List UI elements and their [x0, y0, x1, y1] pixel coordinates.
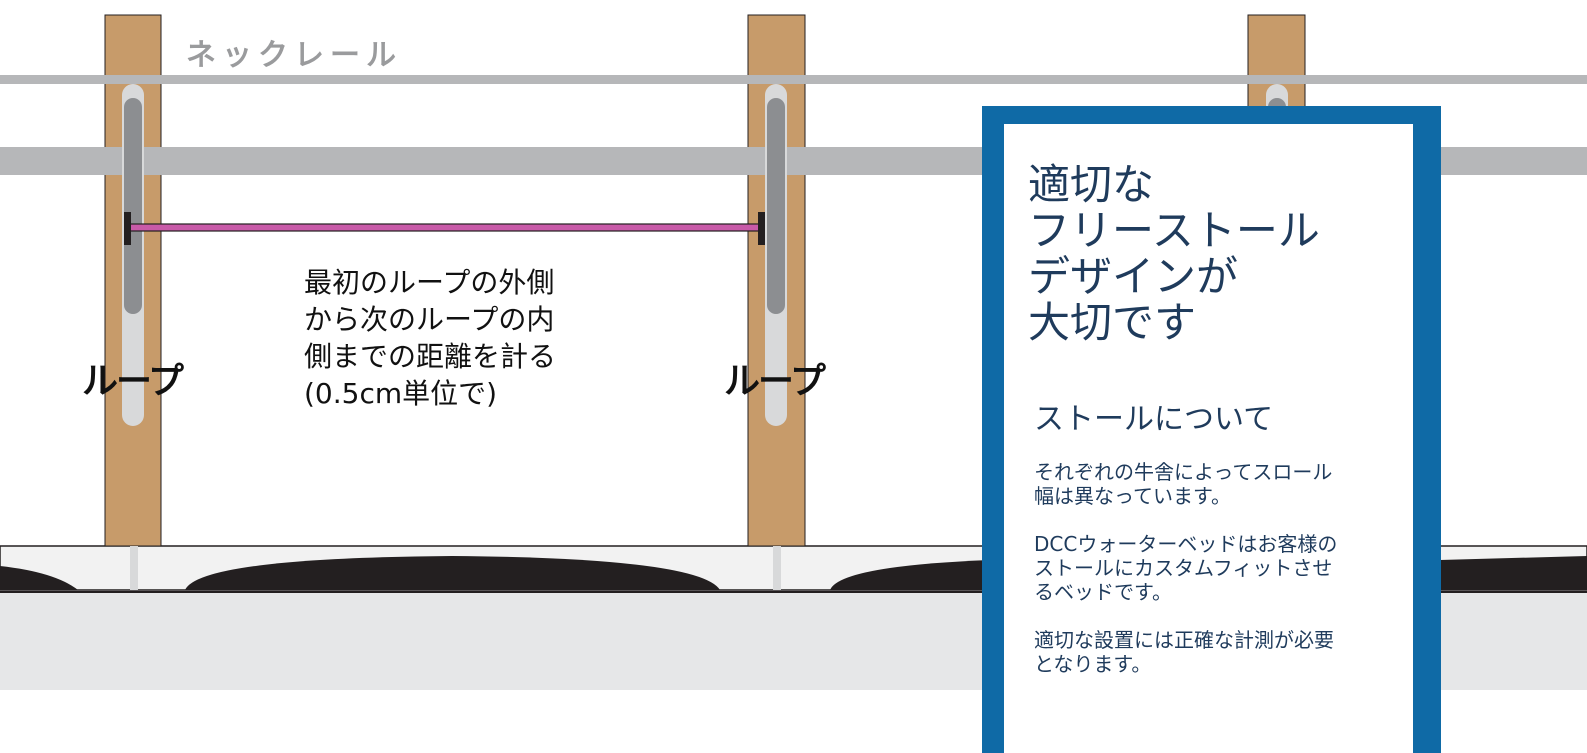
- card-paragraph-1-line-2: 幅は異なっています。: [1034, 484, 1231, 508]
- measure-line-4: (0.5cm単位で): [304, 377, 498, 410]
- loop-left-dark: [124, 98, 142, 314]
- card-paragraph-2-line-2: ストールにカスタムフィットさせ: [1034, 556, 1333, 580]
- card-paragraph-3-line-2: となります。: [1034, 652, 1152, 676]
- info-card-body: 適切な フリーストール デザインが 大切です ストールについて それぞれの牛舎に…: [1004, 124, 1413, 753]
- neck-rail-label: ネックレール: [186, 38, 402, 73]
- card-paragraph-3: 適切な設置には正確な計測が必要 となります。: [1034, 628, 1393, 676]
- card-heading-line-2: フリーストール: [1028, 206, 1320, 255]
- neck-rail: [0, 75, 1587, 84]
- water-bed-2: [185, 556, 720, 590]
- card-paragraph-1: それぞれの牛舎によってスロール 幅は異なっています。: [1034, 460, 1393, 508]
- measure-line: [127, 223, 765, 232]
- card-paragraph-1-line-1: それぞれの牛舎によってスロール: [1034, 460, 1333, 484]
- measure-cap-left: [124, 212, 131, 245]
- measure-instruction: 最初のループの外側 から次のループの内 側までの距離を計る (0.5cm単位で): [304, 264, 624, 412]
- loop-label-left: ループ: [82, 361, 184, 402]
- post-anchor-middle: [773, 546, 781, 590]
- water-bed-4: [1440, 556, 1587, 590]
- water-bed-1: [0, 566, 78, 590]
- card-paragraph-3-line-1: 適切な設置には正確な計測が必要: [1034, 628, 1334, 652]
- card-paragraph-2-line-1: DCCウォーターベッドはお客様の: [1034, 532, 1338, 556]
- loop-label-right: ループ: [724, 361, 826, 402]
- card-paragraph-2: DCCウォーターベッドはお客様の ストールにカスタムフィットさせ るベッドです。: [1034, 532, 1393, 604]
- measure-line-1: 最初のループの外側: [304, 266, 555, 299]
- card-paragraph-2-line-3: るベッドです。: [1034, 580, 1172, 604]
- card-heading-line-1: 適切な: [1028, 160, 1155, 209]
- info-card: 適切な フリーストール デザインが 大切です ストールについて それぞれの牛舎に…: [982, 106, 1441, 753]
- measure-line-3: 側までの距離を計る: [304, 340, 557, 373]
- water-bed-3: [830, 560, 990, 590]
- card-heading-line-4: 大切です: [1028, 298, 1197, 347]
- loop-middle-dark: [767, 98, 785, 314]
- measure-cap-right: [758, 212, 765, 245]
- post-anchor-left: [130, 546, 138, 590]
- card-subheading: ストールについて: [1034, 402, 1274, 437]
- card-heading-line-3: デザインが: [1028, 252, 1239, 301]
- measure-line-2: から次のループの内: [304, 303, 555, 336]
- card-heading: 適切な フリーストール デザインが 大切です: [1028, 162, 1393, 346]
